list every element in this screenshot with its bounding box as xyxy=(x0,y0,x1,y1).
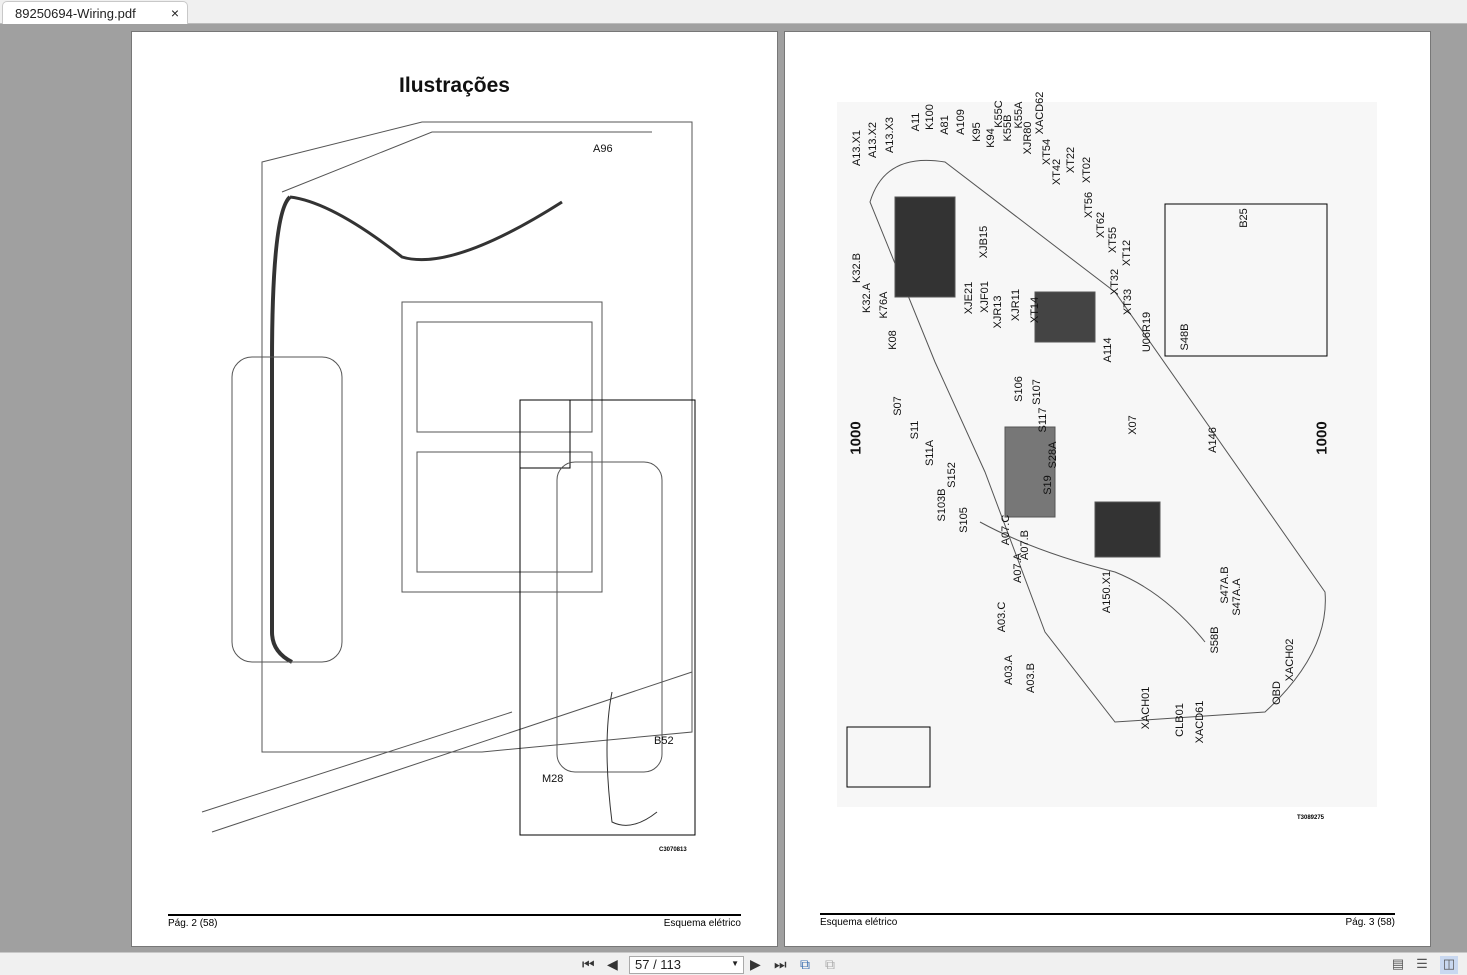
label: XT62 xyxy=(1095,211,1107,239)
label: K32.A xyxy=(861,283,873,313)
navigation-toolbar: ⏮ ◀ 57 / 113 ▼ ▶ ⏭ ⧉ ⧉ ▤ ☰ ◫ xyxy=(0,952,1467,975)
label: S117 xyxy=(1037,407,1049,433)
label: S103B xyxy=(936,488,948,522)
label: A07.C xyxy=(1000,514,1012,546)
label: B25 xyxy=(1238,208,1250,228)
label: S11A xyxy=(924,439,936,467)
label: A114 xyxy=(1102,337,1114,363)
image-code: T3089275 xyxy=(1297,815,1325,821)
prev-page-icon[interactable]: ◀ xyxy=(607,956,618,972)
label: A11 xyxy=(910,112,922,132)
label: S47A.B xyxy=(1219,566,1231,604)
continuous-view-icon[interactable]: ☰ xyxy=(1416,956,1428,971)
label: XT22 xyxy=(1065,146,1077,174)
label: S47A.A xyxy=(1231,578,1243,616)
label: XJR80 xyxy=(1022,121,1034,155)
label: XACD62 xyxy=(1034,91,1046,135)
label: K76A xyxy=(878,291,890,319)
marker-left: 1000 xyxy=(847,421,865,455)
label: XT42 xyxy=(1051,158,1063,186)
label: A150.X1 xyxy=(1101,570,1113,614)
page-number-input[interactable]: 57 / 113 ▼ xyxy=(629,956,744,974)
label: XACD61 xyxy=(1194,700,1206,744)
label: XJR11 xyxy=(1010,288,1022,322)
label: K32.B xyxy=(851,253,863,283)
label: XT33 xyxy=(1122,288,1134,316)
page-footer: Pág. 2 (58) Esquema elétrico xyxy=(168,914,741,929)
label: K94 xyxy=(985,128,997,148)
label: XT12 xyxy=(1121,239,1133,267)
label: XJR13 xyxy=(992,295,1004,329)
rotate-back-icon[interactable]: ⧉ xyxy=(800,956,810,972)
label: A81 xyxy=(939,115,951,135)
label: S58B xyxy=(1209,626,1221,654)
label: XJF01 xyxy=(979,281,991,313)
callout-b52: B52 xyxy=(654,735,674,747)
label: A13.X2 xyxy=(867,121,879,159)
label: S106 xyxy=(1013,376,1025,402)
label: XT55 xyxy=(1107,226,1119,254)
label: S28A xyxy=(1047,441,1059,469)
page-value: 57 / 113 xyxy=(635,957,682,972)
label: S19 xyxy=(1042,475,1054,495)
section-name: Esquema elétrico xyxy=(663,918,741,929)
single-page-view-icon[interactable]: ▤ xyxy=(1391,956,1405,971)
image-code: C3070813 xyxy=(659,847,687,853)
page-number: Pág. 2 (58) xyxy=(168,918,218,929)
label: A109 xyxy=(955,109,967,135)
label: XACH02 xyxy=(1284,638,1296,682)
page-footer: Esquema elétrico Pág. 3 (58) xyxy=(820,913,1395,928)
callout-a96: A96 xyxy=(593,143,613,155)
label: XT14 xyxy=(1029,296,1041,324)
label: S07 xyxy=(892,396,904,416)
last-page-icon[interactable]: ⏭ xyxy=(774,956,787,972)
label: S152 xyxy=(946,462,958,488)
cab-illustration xyxy=(201,121,696,836)
label: XACH01 xyxy=(1140,686,1152,730)
dashboard-illustration xyxy=(837,102,1377,807)
label: S11 xyxy=(909,420,921,440)
label: A03.C xyxy=(996,601,1008,633)
chevron-down-icon[interactable]: ▼ xyxy=(731,959,739,968)
label: OBD xyxy=(1271,681,1283,705)
tab-title: 89250694-Wiring.pdf xyxy=(15,6,136,21)
label: XT02 xyxy=(1081,156,1093,184)
label: S48B xyxy=(1179,323,1191,351)
label: A13.X3 xyxy=(884,116,896,154)
two-page-view-icon[interactable]: ◫ xyxy=(1440,956,1458,974)
label: XT32 xyxy=(1109,268,1121,296)
label: K95 xyxy=(971,122,983,142)
label: A146 xyxy=(1207,427,1219,453)
label: A03.B xyxy=(1025,663,1037,693)
next-page-icon[interactable]: ▶ xyxy=(750,956,761,972)
marker-right: 1000 xyxy=(1313,421,1331,455)
page-number: Pág. 3 (58) xyxy=(1345,917,1395,928)
label: S105 xyxy=(958,507,970,533)
pdf-page-left: Ilustrações A96 B52 M28 C3070813 Pág. 2 … xyxy=(131,31,778,947)
label: K08 xyxy=(887,330,899,350)
callout-m28: M28 xyxy=(542,773,564,785)
label: XJE21 xyxy=(963,281,975,315)
label: XT56 xyxy=(1083,191,1095,219)
first-page-icon[interactable]: ⏮ xyxy=(582,956,595,972)
label: X07 xyxy=(1127,415,1139,435)
label: U06R19 xyxy=(1141,311,1153,353)
label: K55C xyxy=(993,100,1005,128)
rotate-forward-icon[interactable]: ⧉ xyxy=(825,956,835,972)
label: S107 xyxy=(1031,379,1043,405)
label: CLB01 xyxy=(1174,703,1186,737)
page-title: Ilustrações xyxy=(399,74,510,97)
close-icon[interactable]: × xyxy=(170,5,179,21)
pdf-page-right xyxy=(784,31,1431,947)
label: K100 xyxy=(924,104,936,130)
label: A07.A xyxy=(1012,553,1024,583)
label: XJB15 xyxy=(978,225,990,259)
tab-bar: 89250694-Wiring.pdf × xyxy=(0,0,1467,24)
label: A03.A xyxy=(1003,655,1015,685)
label: A13.X1 xyxy=(851,129,863,167)
document-tab[interactable]: 89250694-Wiring.pdf × xyxy=(2,1,188,24)
section-name: Esquema elétrico xyxy=(820,917,898,928)
